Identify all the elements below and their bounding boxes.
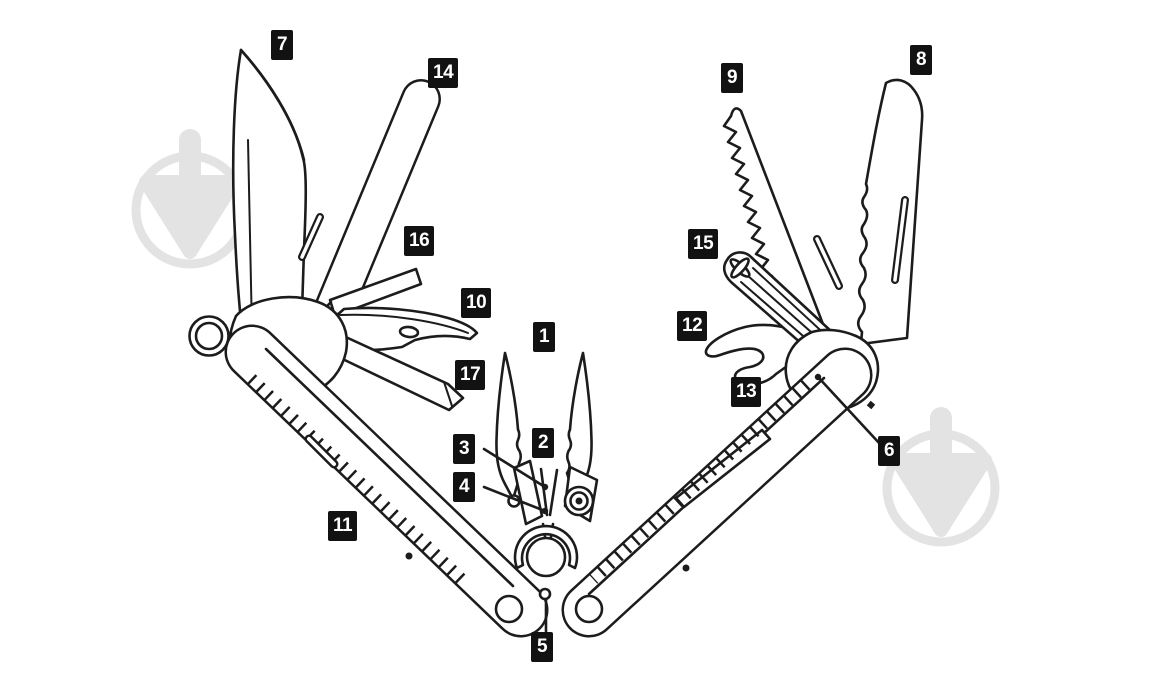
callout-14: 14 <box>428 58 459 88</box>
right-handle-pin <box>866 400 876 410</box>
crimper-detail <box>538 587 552 601</box>
callout-9: 9 <box>721 63 743 93</box>
callout-7: 7 <box>271 30 293 60</box>
pliers-right-jaw <box>565 351 593 501</box>
callout-17: 17 <box>455 360 486 390</box>
callout-3: 3 <box>453 434 475 464</box>
callout-8: 8 <box>910 45 932 75</box>
callout-5: 5 <box>531 632 553 662</box>
phillips-cross-slot <box>730 257 750 279</box>
callout-leader-lines <box>482 373 882 635</box>
callout-4: 4 <box>453 472 475 502</box>
leader-line-6 <box>816 375 882 446</box>
serrated-knife <box>856 78 924 346</box>
callout-10: 10 <box>461 288 492 318</box>
ruler-scale-ticks-right <box>588 379 811 584</box>
callout-11: 11 <box>328 511 358 541</box>
leader-line-4 <box>482 485 547 513</box>
pliers-left-jaw <box>495 351 523 501</box>
callout-2: 2 <box>532 428 554 458</box>
pliers-spring <box>513 524 579 570</box>
watermark-right-logo-icon <box>882 407 1000 547</box>
left-handle-rivet <box>405 552 413 560</box>
callout-12: 12 <box>677 311 708 341</box>
callout-6: 6 <box>878 436 900 466</box>
right-handle-rivet <box>682 564 690 572</box>
spring-hub <box>525 536 567 578</box>
watermark-left-logo-icon <box>131 129 249 269</box>
callout-1: 1 <box>533 322 555 352</box>
left-handle <box>224 324 549 638</box>
callout-15: 15 <box>688 229 719 259</box>
right-handle-screw-hole <box>574 594 604 624</box>
callout-16: 16 <box>404 226 435 256</box>
pliers-assembly <box>495 351 599 601</box>
callout-13: 13 <box>731 377 762 407</box>
leader-line-3 <box>482 447 547 489</box>
left-handle-screw-hole <box>494 594 524 624</box>
scissors-thumb-hole <box>398 325 420 339</box>
lanyard-ring <box>188 315 230 357</box>
right-handle <box>561 347 876 638</box>
